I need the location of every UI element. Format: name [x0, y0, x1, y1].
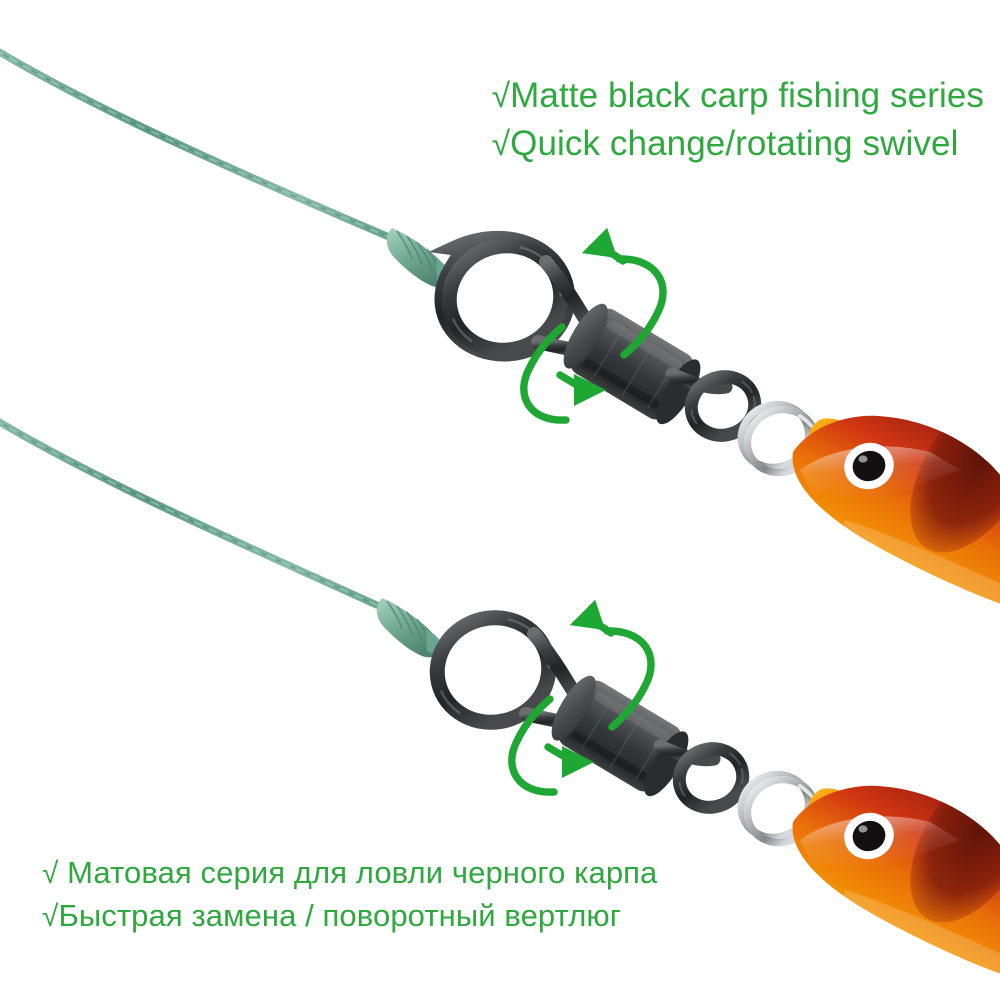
line-knot-lower — [376, 598, 444, 658]
feature-line-en-2: √Quick change/rotating swivel — [492, 120, 984, 168]
lure-eye-lower — [844, 812, 894, 860]
lure-head-lower — [792, 785, 1000, 974]
checkmark-icon: √ — [42, 900, 59, 933]
feature-caption-russian: √ Матовая серия для ловли черного карпа … — [42, 852, 657, 938]
feature-text-en-1: Matte black carp fishing series — [510, 76, 984, 115]
feature-line-en-1: √Matte black carp fishing series — [492, 72, 984, 120]
swivel-barrel-upper — [563, 303, 701, 425]
rotation-arrow-upper-top — [581, 227, 667, 359]
rotation-arrow-lower-bottom — [508, 695, 595, 796]
swivel-barrel-lower — [551, 675, 689, 797]
feature-caption-english: √Matte black carp fishing series √Quick … — [492, 72, 984, 168]
checkmark-icon: √ — [42, 857, 59, 890]
feature-text-en-2: Quick change/rotating swivel — [510, 124, 959, 163]
braided-line-lower — [0, 418, 418, 626]
feature-text-ru-1: Матовая серия для ловли черного карпа — [58, 855, 658, 890]
swivel-loop-right-upper — [665, 367, 762, 442]
feature-line-ru-1: √ Матовая серия для ловли черного карпа — [42, 852, 657, 895]
feature-line-ru-2: √Быстрая замена / поворотный вертлюг — [42, 895, 657, 938]
swivel-assembly-lower — [0, 418, 1000, 974]
checkmark-icon: √ — [491, 78, 511, 115]
rotation-arrow-lower-top — [569, 599, 655, 731]
feature-text-ru-2: Быстрая замена / поворотный вертлюг — [58, 898, 622, 933]
checkmark-icon: √ — [491, 126, 511, 163]
lure-eye-upper — [844, 442, 894, 490]
rotation-arrow-upper-bottom — [520, 323, 607, 424]
lure-head-upper — [792, 415, 1000, 604]
swivel-loop-right-lower — [653, 739, 750, 814]
swivel-assembly-upper — [0, 48, 1000, 604]
braided-line-upper — [0, 48, 428, 256]
